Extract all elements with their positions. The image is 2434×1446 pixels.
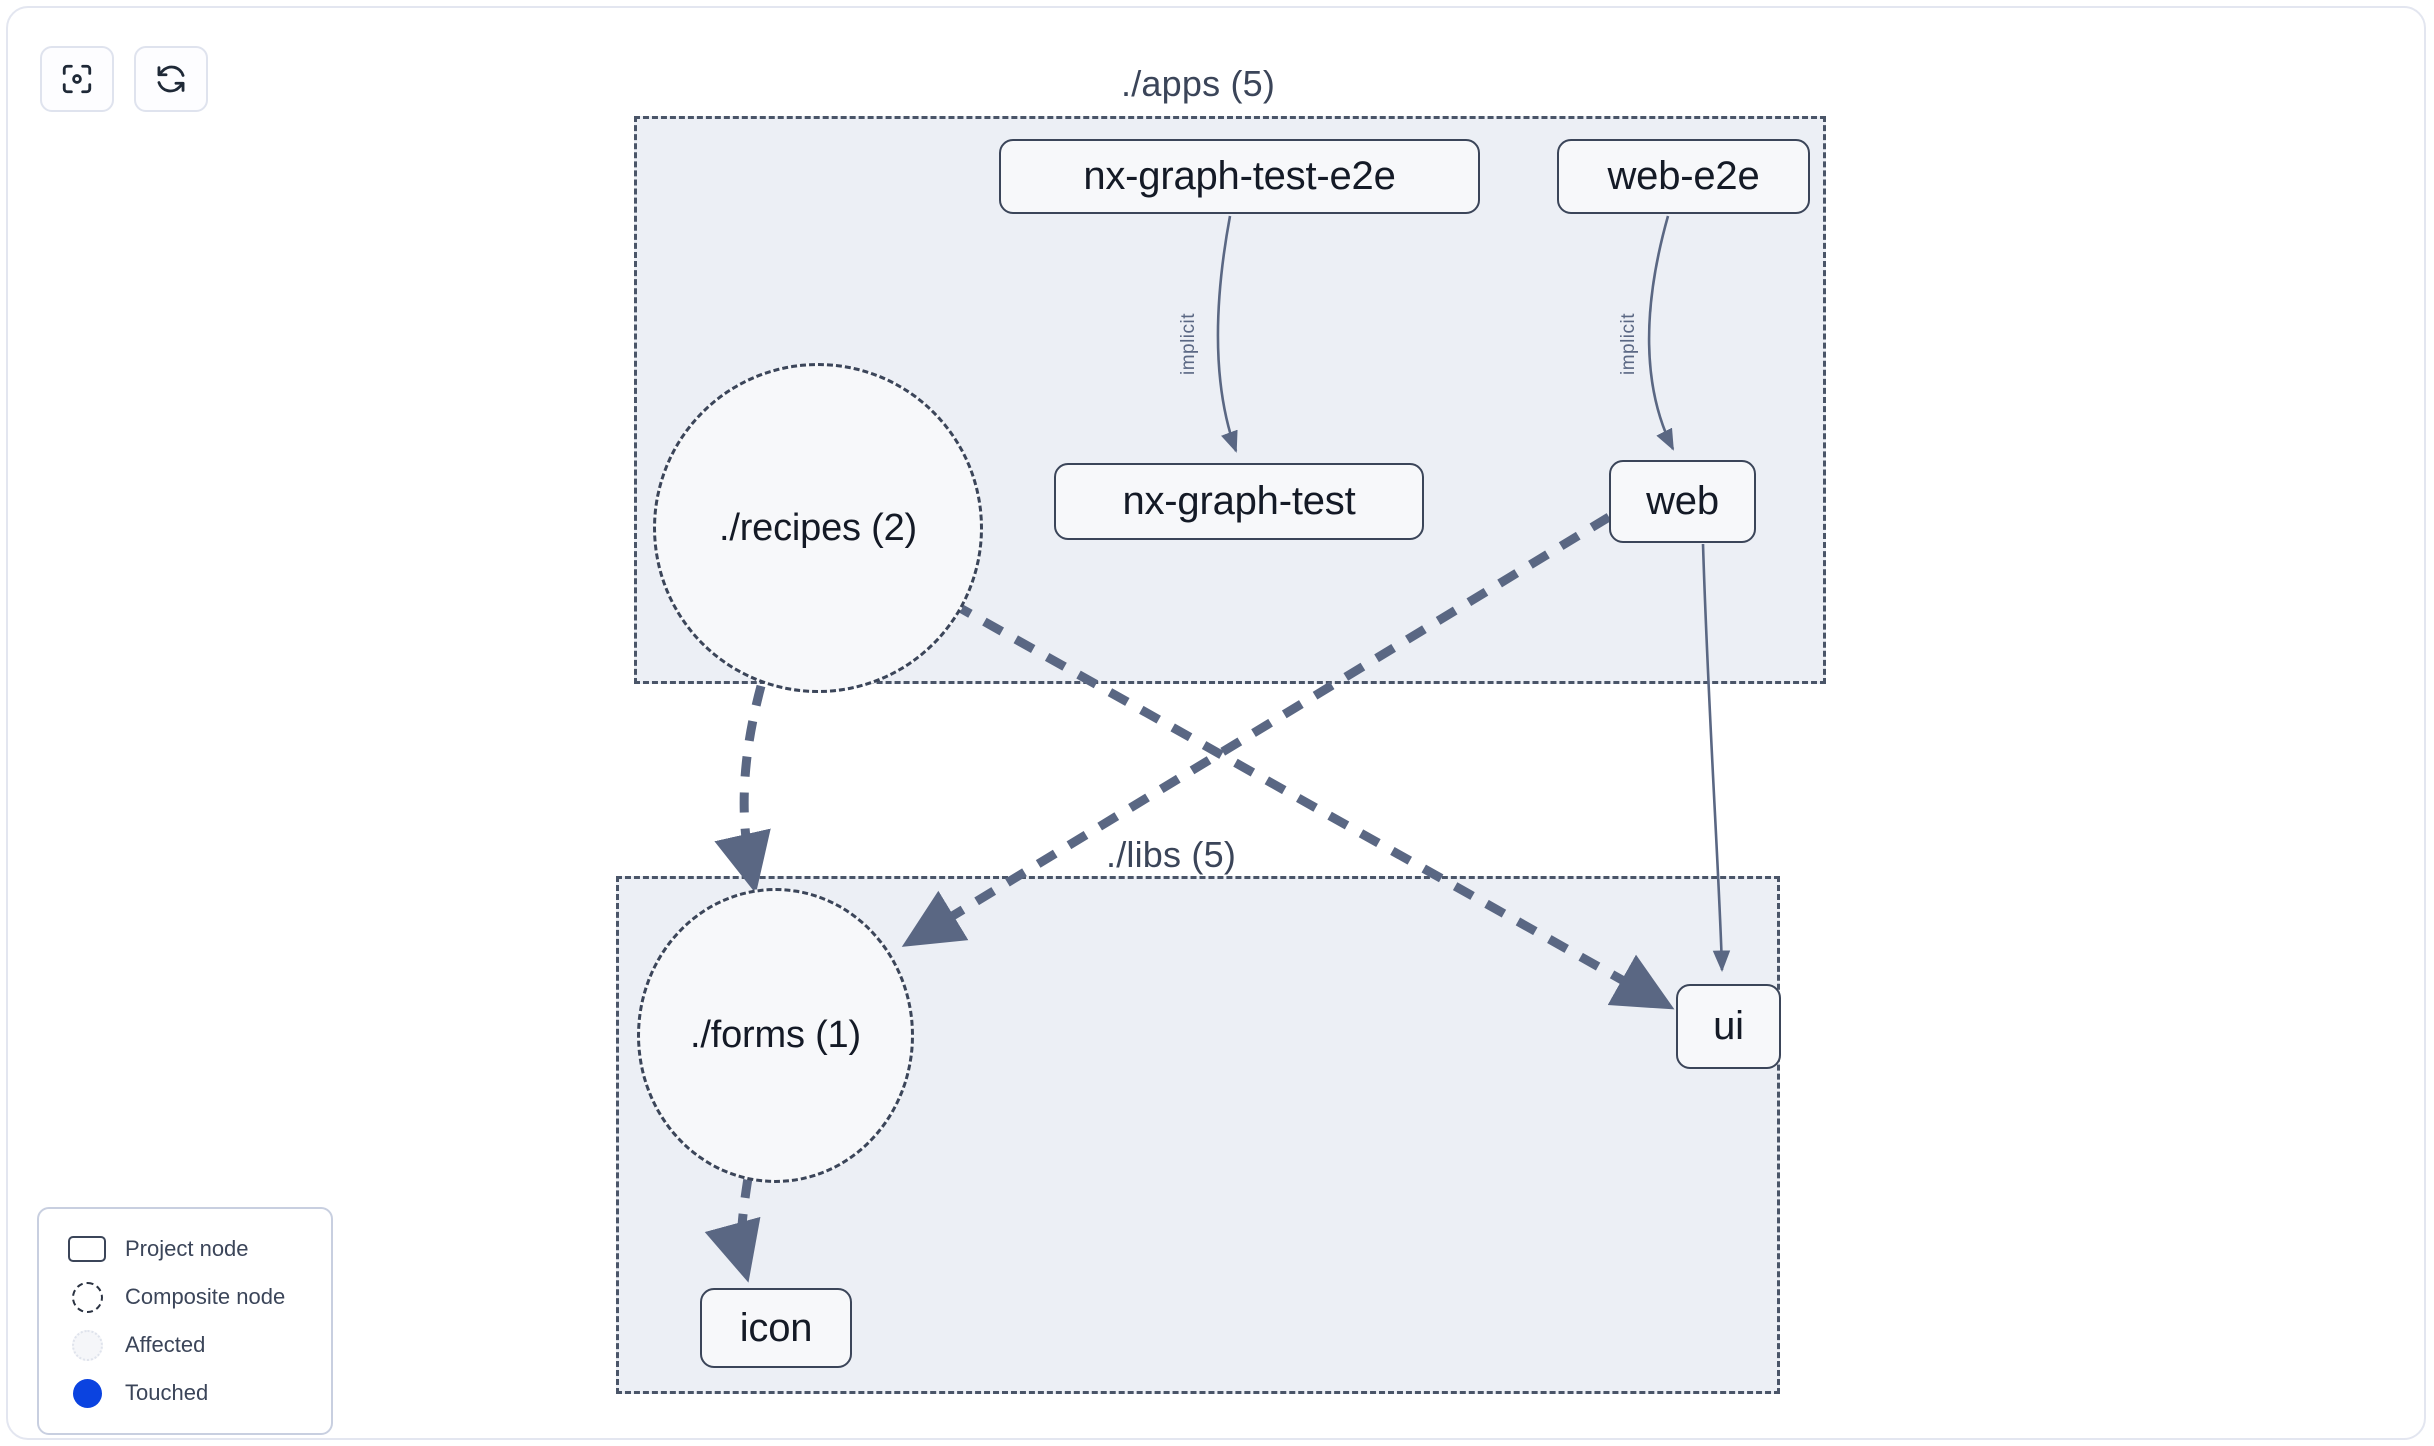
group-label-apps: ./apps (5) — [1121, 63, 1276, 104]
node-web-e2e[interactable]: web-e2e — [1557, 139, 1810, 214]
node-forms[interactable]: ./forms (1) — [637, 888, 914, 1183]
legend-label: Touched — [125, 1380, 209, 1405]
group-label-libs: ./libs (5) — [1106, 834, 1237, 875]
legend-item-project-node: Project node — [61, 1225, 311, 1273]
refresh-graph-button[interactable] — [134, 46, 208, 112]
node-web[interactable]: web — [1609, 460, 1756, 543]
edge-recipes-to-forms[interactable] — [714, 684, 771, 894]
legend-label: Composite node — [125, 1284, 286, 1309]
graph-toolbar — [40, 46, 208, 112]
focus-graph-button[interactable] — [40, 46, 114, 112]
node-label: web-e2e — [1607, 154, 1760, 198]
node-nx-graph-test[interactable]: nx-graph-test — [1054, 463, 1424, 540]
legend-label: Project node — [125, 1236, 249, 1261]
affected-swatch — [61, 1329, 113, 1361]
node-label: nx-graph-test — [1122, 479, 1356, 523]
edge-label-implicit-nx-graph-test: implicit — [1178, 312, 1200, 376]
composite-node-swatch — [61, 1281, 113, 1313]
graph-panel: ./apps (5) ./libs (5) nx-graph-test-e2e … — [6, 6, 2426, 1440]
legend-label: Affected — [125, 1332, 206, 1357]
node-label: ui — [1713, 1004, 1744, 1048]
touched-swatch — [61, 1378, 113, 1408]
legend-item-affected: Affected — [61, 1321, 311, 1369]
focus-icon — [60, 62, 94, 96]
node-nx-graph-test-e2e[interactable]: nx-graph-test-e2e — [999, 139, 1480, 214]
node-label: web — [1646, 479, 1719, 523]
legend-item-touched: Touched — [61, 1369, 311, 1417]
node-label: ./forms (1) — [690, 1014, 861, 1056]
node-icon[interactable]: icon — [700, 1288, 852, 1368]
graph-legend: Project node Composite node Affected Tou… — [37, 1207, 333, 1435]
node-recipes[interactable]: ./recipes (2) — [653, 363, 983, 693]
project-node-swatch — [61, 1236, 113, 1262]
node-label: nx-graph-test-e2e — [1083, 154, 1396, 198]
edge-label-implicit-web: implicit — [1618, 312, 1640, 376]
node-ui[interactable]: ui — [1676, 984, 1781, 1069]
node-label: ./recipes (2) — [718, 506, 917, 549]
legend-item-composite-node: Composite node — [61, 1273, 311, 1321]
node-label: icon — [739, 1305, 813, 1350]
refresh-icon — [154, 62, 188, 96]
